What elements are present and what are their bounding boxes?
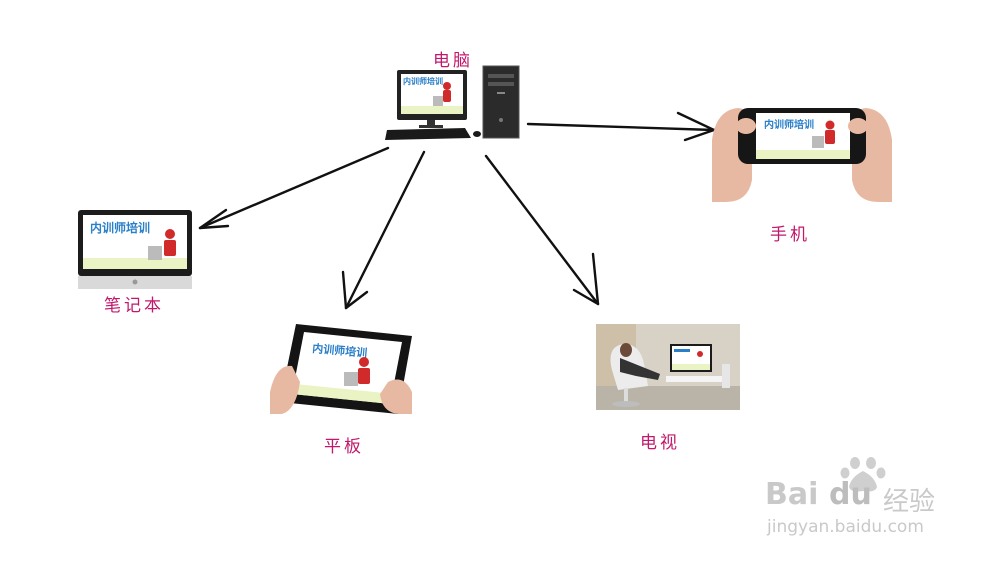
svg-text:内训师培训: 内训师培训 [403,76,443,86]
desktop-computer-image: 内训师培训 [385,62,525,142]
arrowhead-laptop [198,208,230,230]
arrowhead-phone [676,111,716,142]
svg-text:内训师培训: 内训师培训 [764,118,814,131]
svg-text:内训师培训: 内训师培训 [90,220,150,235]
paw-icon [840,457,886,492]
label-tv: 电视 [640,433,680,453]
label-laptop: 笔记本 [104,296,164,316]
watermark-url: jingyan.baidu.com [767,517,924,537]
watermark-cn: 经验 [883,487,936,517]
arrowhead-tv [572,252,600,306]
arrow-to-phone [526,122,716,132]
watermark-brand-du: du [829,477,872,512]
smartphone-image: 内训师培训 [712,100,892,202]
svg-text:内训师培训: 内训师培训 [312,341,368,360]
baidu-watermark: Bai du 经验 jingyan.baidu.com [765,455,965,545]
laptop-image: 内训师培训 [78,210,192,290]
label-tablet: 平板 [324,437,364,457]
label-computer: 电脑 [433,51,473,71]
arrow-to-tv [484,154,600,306]
arrow-to-laptop [198,146,390,230]
tablet-image: 内训师培训 [270,322,412,414]
tv-room-image [596,324,740,410]
watermark-brand: Bai [765,477,819,512]
arrow-to-tablet [344,150,426,310]
label-phone: 手机 [770,225,810,245]
arrowhead-tablet [341,270,369,310]
